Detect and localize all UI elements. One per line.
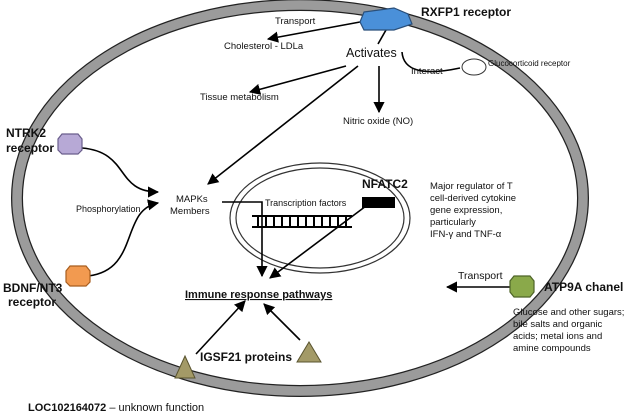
- glucocorticoid-receptor-label: Glucocorticoid receptor: [488, 59, 571, 68]
- loc-description: – unknown function: [106, 402, 204, 414]
- igsf21-proteins-label: IGSF21 proteins: [200, 350, 292, 364]
- ntrk2-receptor-label-line1: NTRK2: [6, 126, 46, 140]
- atp9a-note-line: Glucose and other sugars;: [513, 307, 624, 318]
- atp9a-channel-label: ATP9A chanel: [544, 280, 623, 294]
- arrow-transport-cholesterol: [266, 21, 361, 43]
- arrow-igsf21-left-immune: [195, 300, 246, 355]
- transport-right-label: Transport: [458, 270, 503, 282]
- arrow-igsf21-right-immune: [263, 303, 301, 341]
- nucleus-outer: [229, 162, 411, 274]
- ntrk2-receptor-label-line2: receptor: [6, 141, 54, 155]
- atp9a-channel-shape: [509, 275, 535, 298]
- nfatc2-block: [362, 197, 395, 208]
- loc-id: LOC102164072: [28, 402, 106, 414]
- cell-membrane-fill: [12, 0, 588, 396]
- nfatc2-note: Major regulator of T cell-derived cytoki…: [430, 181, 516, 240]
- atp9a-note-line: acids; metal ions and: [513, 331, 602, 342]
- arrow-rxfp1-activates: [377, 29, 387, 45]
- nfatc2-note-line: particularly: [430, 217, 476, 228]
- nfatc2-label: NFATC2: [362, 177, 408, 191]
- nfatc2-note-line: cell-derived cytokine: [430, 193, 516, 204]
- bdnf-receptor-label-line1: BDNF/NT3: [3, 281, 63, 295]
- nfatc2-note-line: IFN-γ and TNF-α: [430, 229, 502, 240]
- arrow-mapks-immune: [222, 201, 268, 278]
- atp9a-note-line: bile salts and organic: [513, 319, 602, 330]
- arrow-interact: [401, 51, 461, 73]
- tissue-metabolism-label: Tissue metabolism: [200, 92, 279, 103]
- arrow-bdnf-mapks: [87, 199, 160, 277]
- interact-label: Interact: [411, 66, 443, 77]
- nitric-oxide-label: Nitric oxide (NO): [343, 116, 413, 127]
- atp9a-note-line: amine compounds: [513, 343, 591, 354]
- immune-response-pathways-label: Immune response pathways: [185, 289, 332, 301]
- glucocorticoid-receptor-shape: [461, 58, 487, 76]
- mapks-label-line2: Members: [170, 206, 210, 217]
- igsf21-triangle-right-icon: [296, 341, 322, 363]
- phosphorylation-label: Phosphorylation: [76, 204, 141, 214]
- bdnf-receptor-shape: [65, 265, 91, 287]
- transcription-factors-label: Transcription factors: [265, 198, 347, 208]
- nfatc2-note-line: Major regulator of T: [430, 181, 513, 192]
- ntrk2-receptor-shape: [57, 133, 83, 155]
- loc102164072-footnote: LOC102164072 – unknown function: [28, 402, 204, 414]
- arrow-ntrk2-mapks: [81, 147, 160, 198]
- dna-ladder-icon: [252, 215, 352, 228]
- arrow-nfatc2-immune: [269, 205, 367, 279]
- rxfp1-receptor-label: RXFP1 receptor: [421, 5, 511, 19]
- igsf21-triangle-left-icon: [174, 354, 196, 379]
- atp9a-note: Glucose and other sugars; bile salts and…: [513, 307, 624, 354]
- arrow-tissue-metabolism: [248, 65, 347, 95]
- arrow-activates-mapks: [207, 65, 359, 185]
- cholesterol-label: Cholesterol - LDLa: [224, 41, 304, 52]
- nfatc2-note-line: gene expression,: [430, 205, 502, 216]
- mapks-label-line1: MAPKs: [176, 194, 208, 205]
- rxfp1-receptor-shape: [359, 7, 413, 31]
- transport-top-label: Transport: [275, 16, 316, 27]
- bdnf-receptor-label-line2: receptor: [8, 295, 56, 309]
- activates-label: Activates: [346, 46, 397, 60]
- nucleus-inner: [235, 167, 405, 269]
